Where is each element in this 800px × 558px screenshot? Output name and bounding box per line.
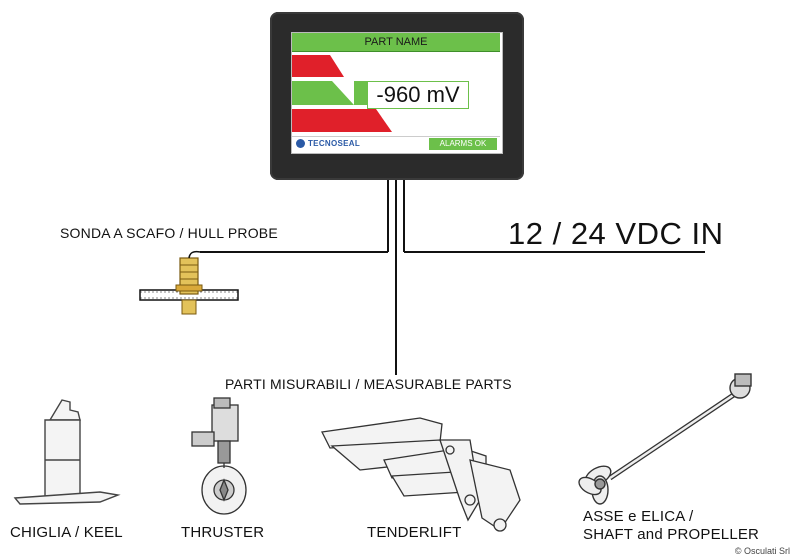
- reading-value: -960 mV: [367, 81, 469, 109]
- copyright-text: © Osculati Srl: [734, 546, 790, 556]
- alarm-status-badge: ALARMS OK: [429, 138, 497, 150]
- tenderlift-label: TENDERLIFT: [367, 524, 462, 541]
- lower-red-bar: [292, 109, 392, 132]
- upper-red-bar: [292, 55, 344, 77]
- display-screen: PART NAME -960 mV TECNOSEAL ALARMS OK: [291, 32, 503, 154]
- part-name-header: PART NAME: [292, 33, 500, 52]
- tenderlift-icon: [321, 417, 521, 532]
- shaft-label-line2: SHAFT and PROPELLER: [583, 526, 760, 543]
- keel-label: CHIGLIA / KEEL: [10, 524, 123, 541]
- hull-probe-label: SONDA A SCAFO / HULL PROBE: [60, 225, 278, 241]
- measurable-parts-label: PARTI MISURABILI / MEASURABLE PARTS: [225, 376, 512, 392]
- power-input-label: 12 / 24 VDC IN: [508, 216, 724, 251]
- thruster-icon: [191, 397, 247, 515]
- tecnoseal-logo-icon: TECNOSEAL: [296, 139, 361, 149]
- keel-icon: [13, 399, 121, 505]
- cables: [200, 180, 705, 375]
- middle-green-bar: [292, 81, 354, 105]
- shaft-propeller-icon: [578, 373, 752, 505]
- hull-probe-icon: [139, 250, 239, 315]
- shaft-label-line1: ASSE e ELICA /: [583, 508, 694, 525]
- brand-name: TECNOSEAL: [308, 139, 361, 148]
- thruster-label: THRUSTER: [181, 524, 265, 541]
